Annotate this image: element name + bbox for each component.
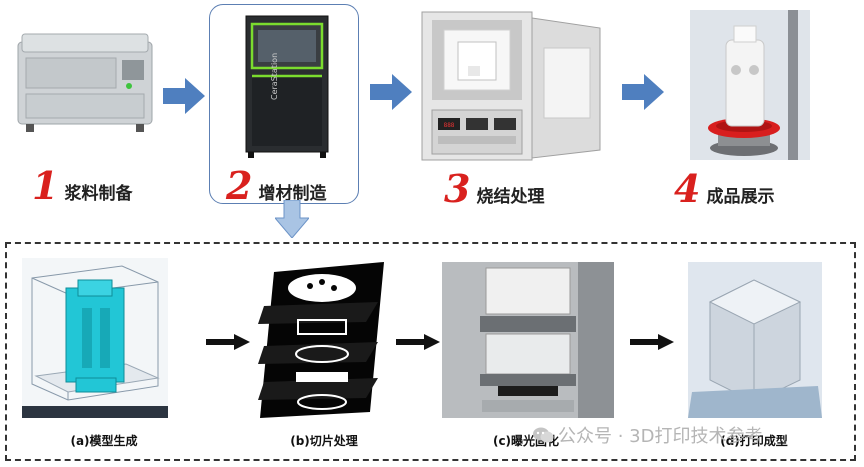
flow-arrow-right-black: [206, 334, 250, 350]
sliced-layers-image: [258, 262, 384, 418]
stage-1-label: 1 浆料制备: [32, 167, 132, 205]
stage-title: 增材制造: [258, 184, 327, 204]
stage-3-label: 3 烧结处理: [444, 170, 544, 208]
substep-caption-model: (a)模型生成: [70, 434, 138, 448]
stage-number: 1: [32, 163, 59, 208]
stage-4-label: 4 成品展示: [674, 170, 774, 208]
stage-title: 浆料制备: [64, 184, 133, 204]
watermark: 公众号 · 3D打印技术参考: [532, 422, 762, 448]
exposure-curing-photo: [442, 262, 614, 418]
slurry-mixer-photo: [17, 33, 153, 132]
stage-number: 3: [444, 166, 471, 211]
additive-manufacturing-detail-frame: [5, 242, 856, 461]
flow-arrow-right-black: [630, 334, 674, 350]
flow-arrow-right: [163, 78, 205, 114]
substep-caption-slicing: (b)切片处理: [290, 434, 358, 448]
watermark-text: 公众号 · 3D打印技术参考: [558, 426, 763, 447]
finished-ceramic-part-photo: [690, 10, 810, 160]
sintering-furnace-photo: 888: [421, 11, 601, 161]
wechat-icon: [533, 427, 554, 443]
stage-number: 2: [226, 163, 253, 208]
svg-text:888: 888: [444, 122, 455, 129]
printed-green-part-photo: [688, 262, 822, 418]
substep-caption-forming: (d)打印成型: [720, 434, 788, 448]
flow-arrow-right-black: [396, 334, 440, 350]
stage-number: 4: [674, 166, 701, 211]
3d-model-render: [22, 258, 168, 418]
stage-title: 成品展示: [706, 187, 775, 207]
printer-brand-label: CeraStation: [270, 52, 279, 100]
ceramic-3d-printer-photo: [245, 15, 329, 158]
flow-arrow-right: [370, 74, 412, 110]
flow-arrow-right: [622, 74, 664, 110]
flow-arrow-down: [275, 200, 309, 238]
stage-title: 烧结处理: [476, 187, 545, 207]
stage-2-label: 2 增材制造: [226, 167, 326, 205]
